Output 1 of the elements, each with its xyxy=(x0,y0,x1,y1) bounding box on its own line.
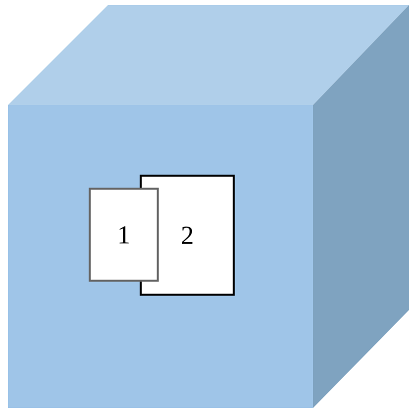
page-box: 1 xyxy=(88,188,159,282)
